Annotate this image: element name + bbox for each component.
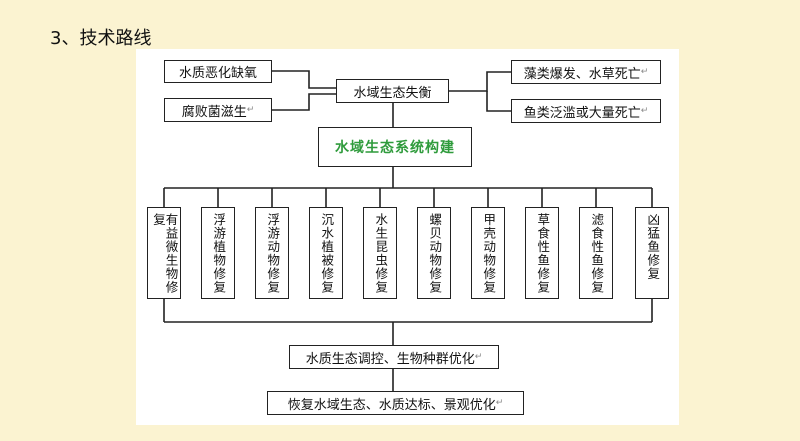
restoration-box: 螺贝动物修复 — [417, 207, 451, 299]
effect-algae-bloom: 藻类爆发、水草死亡↵ — [511, 60, 661, 84]
final-outcome: 恢复水域生态、水质达标、景观优化↵ — [267, 391, 524, 415]
ecosystem-imbalance: 水域生态失衡 — [336, 79, 449, 103]
restoration-label: 有益微生物修复 — [151, 213, 179, 294]
restoration-box: 有益微生物修复 — [147, 207, 181, 299]
ecosystem-construction-label: 水域生态系统构建 — [335, 140, 455, 156]
final-outcome-label: 恢复水域生态、水质达标、景观优化 — [287, 397, 496, 413]
restoration-box: 滤食性鱼修复 — [579, 207, 613, 299]
ecosystem-imbalance-label: 水域生态失衡 — [353, 85, 432, 101]
paragraph-mark: ↵ — [495, 398, 504, 408]
cause-water-deterioration: 水质恶化缺氧 — [164, 60, 272, 83]
restoration-box: 沉水植被修复 — [309, 207, 343, 299]
restoration-label: 螺贝动物修复 — [427, 213, 443, 294]
regulation-optimization-label: 水质生态调控、生物种群优化 — [305, 351, 475, 367]
restoration-label: 滤食性鱼修复 — [589, 213, 605, 294]
paragraph-mark: ↵ — [640, 106, 649, 116]
effect-fish-death: 鱼类泛滥或大量死亡↵ — [511, 99, 661, 123]
paragraph-mark: ↵ — [640, 67, 649, 77]
regulation-optimization: 水质生态调控、生物种群优化↵ — [289, 345, 499, 369]
restoration-label: 草食性鱼修复 — [535, 213, 551, 294]
paragraph-mark: ↵ — [474, 352, 483, 362]
paragraph-mark: ↵ — [246, 105, 255, 115]
restoration-box: 浮游植物修复 — [201, 207, 235, 299]
restoration-label: 凶猛鱼修复 — [645, 213, 661, 281]
cause-decay-bacteria: 腐败菌滋生↵ — [164, 98, 272, 122]
restoration-label: 水生昆虫修复 — [373, 213, 389, 294]
restoration-box: 草食性鱼修复 — [525, 207, 559, 299]
restoration-label: 浮游动物修复 — [265, 213, 281, 294]
restoration-box: 浮游动物修复 — [255, 207, 289, 299]
effect-algae-bloom-label: 藻类爆发、水草死亡 — [523, 66, 641, 82]
ecosystem-construction: 水域生态系统构建 — [318, 127, 472, 167]
restoration-label: 沉水植被修复 — [319, 213, 335, 294]
cause-decay-bacteria-label: 腐败菌滋生 — [181, 104, 247, 120]
effect-fish-death-label: 鱼类泛滥或大量死亡 — [523, 105, 641, 121]
restoration-label: 甲壳动物修复 — [481, 213, 497, 294]
restoration-box: 水生昆虫修复 — [363, 207, 397, 299]
section-heading: 3、技术路线 — [50, 28, 152, 49]
restoration-label: 浮游植物修复 — [211, 213, 227, 294]
restoration-box: 凶猛鱼修复 — [635, 207, 669, 299]
cause-water-deterioration-label: 水质恶化缺氧 — [178, 66, 257, 81]
restoration-box: 甲壳动物修复 — [471, 207, 505, 299]
